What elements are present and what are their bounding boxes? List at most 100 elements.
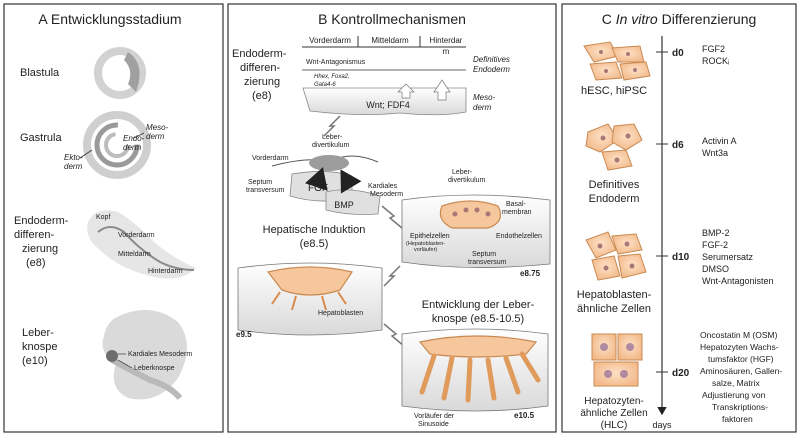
b-endo-2: differen- — [240, 62, 280, 74]
stage1-label-2: Endoderm — [589, 193, 640, 205]
gastrula-endo-1: Endo- — [123, 134, 145, 143]
gastrula-meso-1: Meso- — [146, 123, 169, 132]
hlc-cells — [591, 333, 643, 387]
e8-line-1: Endoderm- — [14, 215, 69, 227]
hi-septum-2: transversum — [246, 187, 285, 194]
in1-stage: e8.75 — [520, 269, 541, 278]
hepatic-induction-stage: (e8.5) — [300, 238, 329, 250]
stage-definitive-endoderm: Definitives Endoderm d6 Activin A Wnt3a — [585, 123, 737, 205]
panel-a-border — [3, 3, 224, 433]
region-vorderdarm: Vorderdarm — [309, 36, 351, 45]
stage3-factor-6: Transkriptions- — [712, 402, 768, 412]
e8-line-3: zierung — [22, 243, 58, 255]
in3-vorlaeufer-1: Vorläufer der — [414, 413, 455, 420]
stage2-factor-4: Wnt-Antagonisten — [702, 276, 774, 286]
label-blastula: Blastula — [20, 67, 60, 79]
hi-leber-1: Leber- — [322, 134, 343, 141]
in1-basal-1: Basal- — [506, 201, 527, 208]
wnt-antagonismus: Wnt-Antagonismus — [306, 59, 366, 66]
panel-b: B Kontrollmechanismen Endoderm- differen… — [227, 3, 557, 433]
signal-bmp: BMP — [334, 200, 354, 210]
stage1-factor-1: Wnt3a — [702, 148, 728, 158]
b-endo-4: (e8) — [252, 90, 272, 102]
stage3-day: d20 — [672, 368, 690, 379]
e10-leberknospe: Leberknospe — [134, 365, 175, 372]
e8-mitteldarm: Mitteldarm — [118, 251, 151, 258]
panel-b-title: B Kontrollmechanismen — [318, 11, 466, 27]
hi-septum-1: Septum — [248, 179, 272, 186]
panel-b-border — [227, 3, 557, 433]
inset-e105: Vorläufer der Sinusoide e10.5 — [401, 328, 549, 428]
panel-b-endo-label: Endoderm- differen- zierung (e8) — [232, 48, 287, 102]
label-gastrula: Gastrula — [20, 132, 62, 144]
tf-line2: Gata4-6 — [314, 82, 336, 88]
inset-e95: Hepatoblasten e9.5 — [236, 262, 383, 339]
gastrula-illustration: Endo- derm Meso- derm Ekto- derm — [64, 111, 169, 179]
stage3-label-2: ähnliche Zellen — [580, 408, 647, 419]
hepatic-induction-diagram: Leber- divertikulum Vorderdarm FGF BMP S… — [246, 134, 403, 215]
wnt-fdf4: Wnt; FDF4 — [366, 100, 410, 110]
in3-stage: e10.5 — [514, 411, 535, 420]
label-leberknospe: Leber- knospe (e10) — [22, 327, 57, 367]
stage0-factor-1: ROCKᵢ — [702, 56, 729, 66]
hi-kardiales-2: Mesoderm — [370, 191, 403, 198]
b-mesoderm-1: Meso- — [473, 93, 496, 102]
panel-c-title: C In vitro Differenzierung — [602, 11, 757, 27]
stage3-factor-1: Hepatozyten Wachs- — [700, 342, 779, 352]
hi-kardiales-1: Kardiales — [368, 183, 398, 190]
b-endo-3: zierung — [244, 76, 280, 88]
stage1-label-1: Definitives — [589, 179, 640, 191]
e8-hinterdarm: Hinterdarm — [148, 268, 183, 275]
stage-hepatoblast: Hepatoblasten- ähnliche Zellen d10 BMP-2… — [577, 228, 774, 315]
in1-epithel-sub1: (Hepatoblasten- — [406, 241, 445, 247]
hesc-cells — [583, 41, 651, 81]
gastrula-meso-2: derm — [146, 132, 165, 141]
b-definitives-2: Endoderm — [473, 65, 510, 74]
stage1-factor-0: Activin A — [702, 136, 737, 146]
stage1-day: d6 — [672, 140, 684, 151]
in2-stage: e9.5 — [236, 330, 252, 339]
panel-a: A Entwicklungsstadium Blastula Gastrula … — [3, 3, 224, 433]
label-endoderm-e8: Endoderm- differen- zierung (e8) — [14, 215, 69, 269]
e10-kardiales: Kardiales Mesoderm — [128, 351, 192, 358]
arrow-to-inset3 — [383, 323, 405, 347]
e8-vorderdarm: Vorderdarm — [118, 232, 155, 239]
in1-endothel: Endothelzellen — [496, 233, 542, 240]
stage0-factor-0: FGF2 — [702, 44, 725, 54]
stage0-label: hESC, hiPSC — [581, 85, 647, 97]
timeline-days: days — [652, 420, 672, 430]
stage2-factor-0: BMP-2 — [702, 228, 730, 238]
hi-leber-2: divertikulum — [312, 142, 350, 149]
stage3-factor-0: Oncostatin M (OSM) — [700, 330, 778, 340]
stage2-label-1: Hepatoblasten- — [577, 289, 652, 301]
in1-leber-2: divertikulum — [448, 177, 486, 184]
in2-hepatoblasten: Hepatoblasten — [318, 310, 363, 317]
b-endo-1: Endoderm- — [232, 48, 287, 60]
panel-a-title: A Entwicklungsstadium — [38, 11, 181, 27]
inset-e875: Leber- divertikulum Basal- membran Endot… — [401, 169, 551, 278]
e8-line-2: differen- — [14, 229, 54, 241]
stage2-factor-1: FGF-2 — [702, 240, 728, 250]
region-hinterdarm: Hinterdar — [430, 36, 463, 45]
in1-basal-2: membran — [502, 209, 532, 216]
arrow-to-inset1 — [381, 205, 403, 229]
stage3-label-1: Hepatozyten- — [584, 396, 643, 407]
stage3-factor-4: salze, Matrix — [712, 378, 760, 388]
stage-hlc: Hepatozyten- ähnliche Zellen (HLC) d20 O… — [580, 330, 782, 431]
stage3-factor-2: tumsfaktor (HGF) — [708, 354, 774, 364]
in1-leber-1: Leber- — [452, 169, 473, 176]
stage2-label-2: ähnliche Zellen — [577, 303, 651, 315]
e8-line-4: (e8) — [26, 257, 46, 269]
stage3-factor-5: Adjustierung von — [702, 390, 766, 400]
in3-vorlaeufer-2: Sinusoide — [418, 421, 449, 428]
in1-epithel-sub2: vorläufer) — [414, 247, 437, 253]
entwicklung-title-1: Entwicklung der Leber- — [422, 299, 535, 311]
stage2-factor-2: Serumersatz — [702, 252, 754, 262]
region-mitteldarm: Mitteldarm — [371, 36, 409, 45]
b-definitives-1: Definitives — [473, 55, 510, 64]
stage2-day: d10 — [672, 252, 690, 263]
lk-line-1: Leber- — [22, 327, 54, 339]
stage0-day: d0 — [672, 48, 684, 59]
gastrula-ekto-1: Ekto- — [64, 153, 83, 162]
blastula-illustration — [94, 47, 146, 99]
